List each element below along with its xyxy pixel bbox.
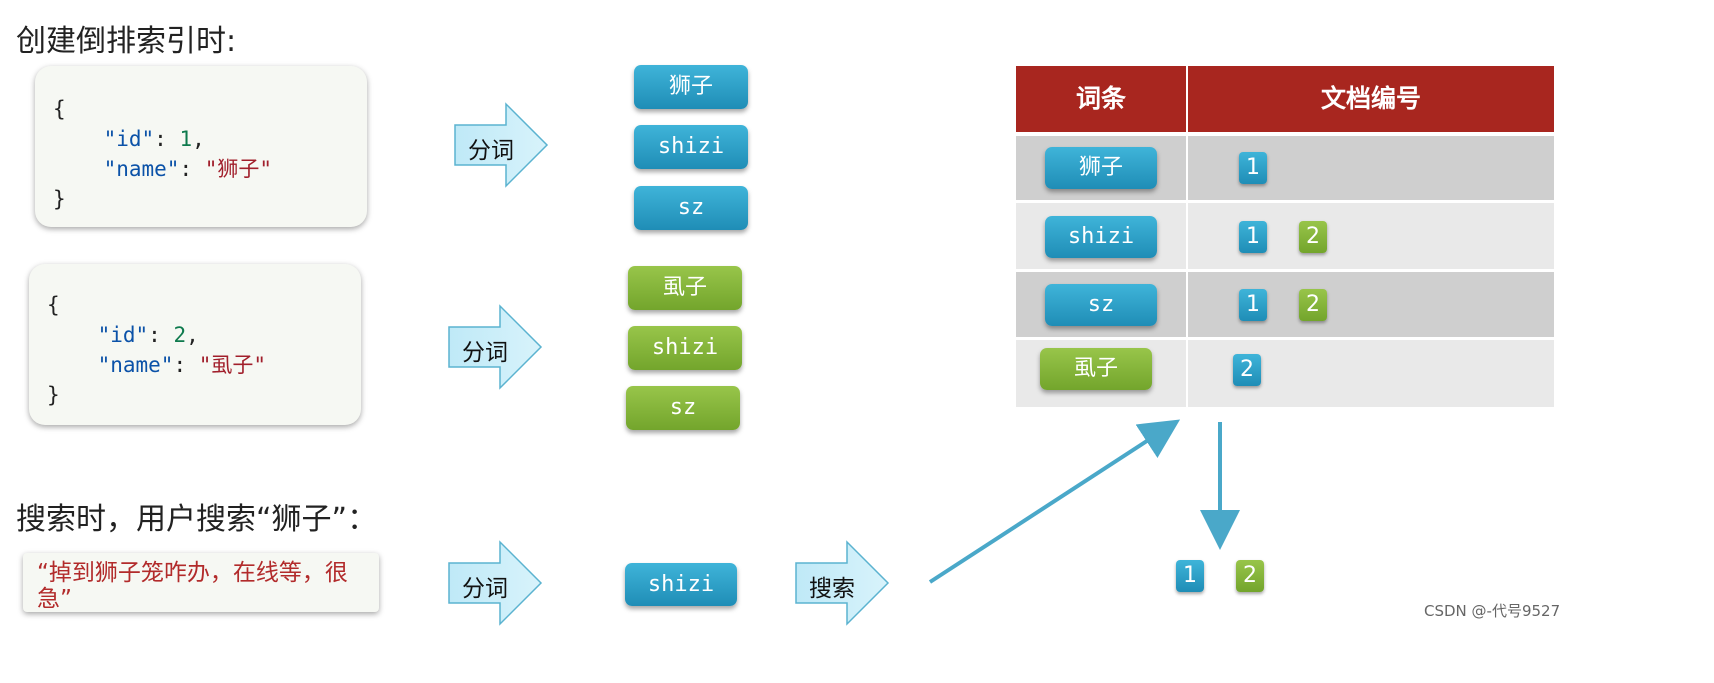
block-arrow-tokenize-1 <box>454 102 549 188</box>
table-doc-id-3-0: 2 <box>1233 354 1261 386</box>
column-header-doc-ids: 文档编号 <box>1188 66 1554 132</box>
token-chip-doc2-0: 虱子 <box>628 266 742 310</box>
token-chip-doc1-2: sz <box>634 186 748 230</box>
token-chip-doc1-0: 狮子 <box>634 65 748 109</box>
json-value-name: "虱子" <box>198 353 267 377</box>
brace-close: } <box>53 187 66 211</box>
table-term-chip-3: 虱子 <box>1040 348 1152 390</box>
document-card-2: { "id": 2, "name": "虱子" } <box>29 264 361 425</box>
token-chip-doc2-1: shizi <box>628 326 742 370</box>
table-doc-id-1-0: 1 <box>1239 221 1267 253</box>
table-doc-id-2-0: 1 <box>1239 289 1267 321</box>
result-doc-id-1: 2 <box>1236 560 1264 592</box>
json-value-name: "狮子" <box>204 157 273 181</box>
table-doc-id-2-1: 2 <box>1299 289 1327 321</box>
search-query-card: “掉到狮子笼咋办，在线等，很急” <box>23 553 379 612</box>
block-arrow-tokenize-3 <box>448 540 543 626</box>
json-key-name: "name" <box>97 353 174 377</box>
section-heading-search: 搜索时，用户搜索“狮子”： <box>16 502 378 537</box>
search-label: 搜索 <box>809 576 855 602</box>
json-key-name: "name" <box>103 157 180 181</box>
token-chip-doc1-1: shizi <box>634 125 748 169</box>
tokenize-label-1: 分词 <box>468 138 514 164</box>
json-key-id: "id" <box>103 127 155 151</box>
table-doc-id-0-0: 1 <box>1239 152 1267 184</box>
section-heading-create: 创建倒排索引时: <box>16 24 237 59</box>
result-doc-id-0: 1 <box>1176 560 1204 592</box>
json-key-id: "id" <box>97 323 149 347</box>
column-header-term: 词条 <box>1016 66 1186 132</box>
table-term-chip-2: sz <box>1045 284 1157 326</box>
tokenize-label-3: 分词 <box>462 576 508 602</box>
tokenize-label-2: 分词 <box>462 340 508 366</box>
brace-open: { <box>53 97 66 121</box>
token-chip-doc2-2: sz <box>626 386 740 430</box>
query-token-chip: shizi <box>625 563 737 606</box>
block-arrow-tokenize-2 <box>448 304 543 390</box>
json-value-id: 1 <box>179 127 193 151</box>
table-doc-id-1-1: 2 <box>1299 221 1327 253</box>
brace-close: } <box>47 383 60 407</box>
brace-open: { <box>47 293 60 317</box>
search-query-text: “掉到狮子笼咋办，在线等，很急” <box>37 560 348 612</box>
json-value-id: 2 <box>173 323 187 347</box>
document-card-1: { "id": 1, "name": "狮子" } <box>35 66 367 227</box>
table-term-chip-0: 狮子 <box>1045 147 1157 189</box>
table-term-chip-1: shizi <box>1045 216 1157 258</box>
watermark: CSDN @-代号9527 <box>1424 602 1561 620</box>
lookup-arrow-diagonal <box>928 419 1181 584</box>
block-arrow-search <box>795 540 890 626</box>
